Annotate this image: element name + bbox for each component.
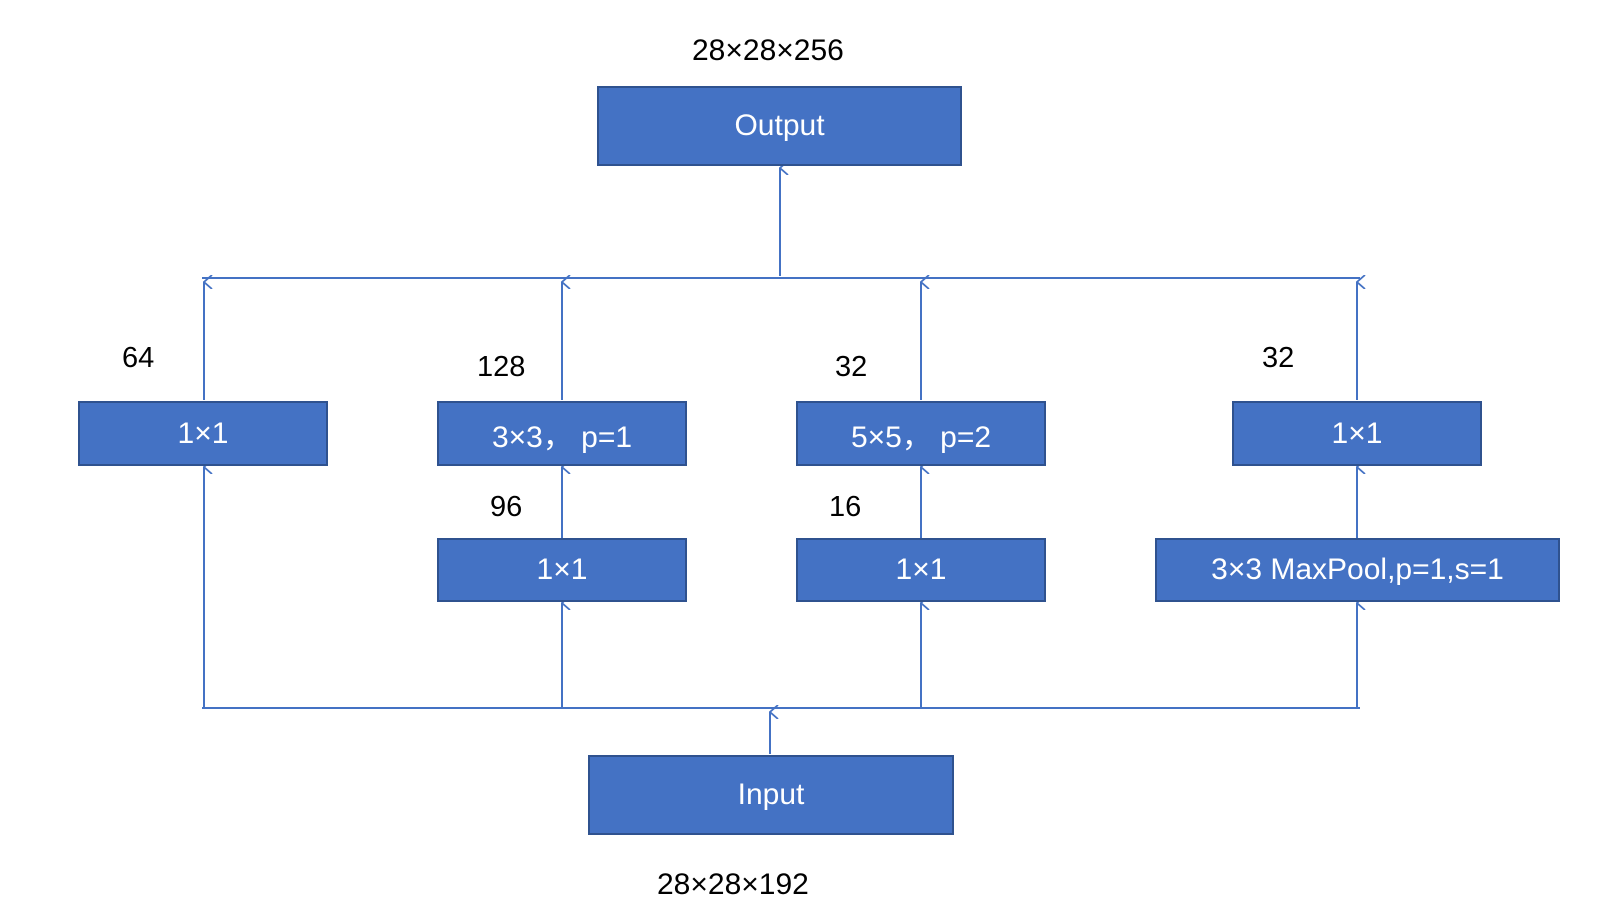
branch2-conv3x3-block: 3×3， p=1 <box>437 401 687 466</box>
branch4-maxpool-block: 3×3 MaxPool,p=1,s=1 <box>1155 538 1560 602</box>
branch4-channels-label: 32 <box>1262 342 1295 374</box>
branch2-conv1x1-block: 1×1 <box>437 538 687 602</box>
branch1-conv1x1-block: 1×1 <box>78 401 328 466</box>
input-block: Input <box>588 755 954 835</box>
branch3-conv5x5-block: 5×5， p=2 <box>796 401 1046 466</box>
branch3-top-channels-label: 32 <box>835 351 868 383</box>
input-shape-label: 28×28×192 <box>657 868 809 901</box>
branch2-top-channels-label: 128 <box>477 351 526 383</box>
output-shape-label: 28×28×256 <box>692 34 844 67</box>
branch2-bottom-channels-label: 96 <box>490 491 523 523</box>
branch3-bottom-channels-label: 16 <box>829 491 862 523</box>
branch1-channels-label: 64 <box>122 342 155 374</box>
output-block: Output <box>597 86 962 166</box>
branch4-conv1x1-block: 1×1 <box>1232 401 1482 466</box>
branch3-conv1x1-block: 1×1 <box>796 538 1046 602</box>
